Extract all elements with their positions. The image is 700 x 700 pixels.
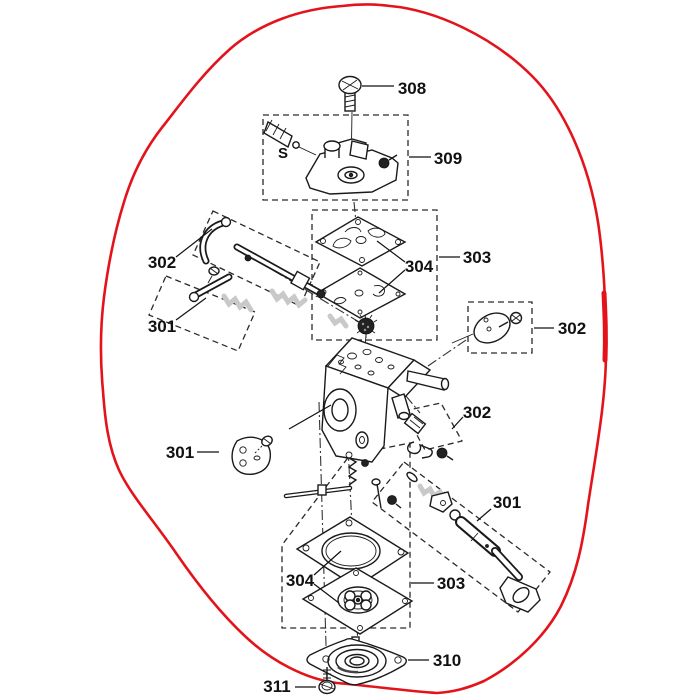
box-301-lever (148, 275, 256, 352)
box-309 (262, 114, 409, 201)
box-302-throttle-plate (467, 301, 533, 354)
inset-label-s: S (278, 145, 288, 162)
callout-302-right: 302 (558, 319, 586, 338)
red-outline-thick-segment (601, 290, 608, 363)
part-screw-311 (318, 667, 336, 695)
callout-301-right: 301 (493, 493, 521, 512)
box-302-lever (192, 210, 321, 307)
part-gasket-lower-2 (301, 567, 414, 635)
box-303-bottom (281, 442, 411, 629)
callout-311: 311 (263, 677, 290, 696)
callout-309: 309 (434, 149, 462, 168)
callout-304-bottom: 304 (286, 571, 315, 590)
callout-303-top: 303 (463, 248, 491, 267)
part-screw-308 (338, 75, 362, 112)
box-303-top (311, 209, 438, 341)
callout-308: 308 (398, 79, 426, 98)
callout-304-top: 304 (405, 257, 434, 276)
part-shaft-assembly (406, 471, 541, 613)
part-throttle-plate (451, 311, 523, 344)
callout-303-bottom: 303 (437, 574, 465, 593)
part-gasket-upper-2 (315, 267, 407, 319)
callout-301-left: 301 (166, 443, 194, 462)
box-301-shaft (371, 461, 551, 613)
callout-302-top-left: 302 (148, 253, 176, 272)
callout-301-top-left: 301 (148, 317, 176, 336)
group-boxes (148, 114, 551, 629)
part-gasket-upper-1 (314, 216, 407, 267)
part-pump-cover-310 (306, 636, 407, 686)
part-throttle-lever-shaft (199, 216, 326, 299)
part-primer-base-309 (263, 111, 399, 195)
part-choke-plate (231, 435, 273, 476)
part-choke-lever (188, 266, 233, 303)
box-302-needle (403, 402, 463, 451)
part-needle-group (403, 412, 454, 461)
plug-s-part (263, 119, 317, 156)
leader-lines (175, 85, 554, 688)
part-carburetor-body (321, 337, 450, 463)
callout-310: 310 (433, 651, 461, 670)
callout-302-mid: 302 (463, 403, 491, 422)
part-metering-lever-spring (283, 451, 402, 509)
